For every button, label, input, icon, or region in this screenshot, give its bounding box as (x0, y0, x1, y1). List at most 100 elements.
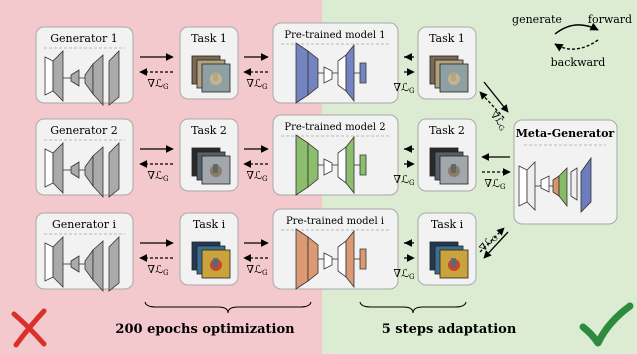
gradient-label: ∇ℒG (484, 177, 506, 191)
legend: generate forward backward (512, 13, 632, 69)
gradient-label: ∇ℒG (393, 81, 415, 95)
task-images-right (429, 147, 469, 185)
legend-backward-arrow (554, 39, 599, 52)
check-icon (579, 302, 634, 347)
gradient-label: ∇ℒG (246, 169, 268, 183)
model-network-icon (295, 42, 367, 104)
gradient-label: ∇ℒG (147, 77, 169, 91)
legend-forward-label: forward (588, 13, 632, 26)
model-layer (307, 142, 319, 188)
generator-network-icon (44, 50, 120, 107)
meta-layer (552, 175, 560, 197)
model-label: Pre-trained model i (286, 216, 384, 227)
meta-arrows: ∇ℒG ∇ℒG (478, 81, 509, 259)
row-3: Generator i ∇ℒG Task i ∇ℒG Pre-trained model… (35, 208, 477, 293)
gradient-label: ∇ℒG (393, 267, 415, 281)
arrow-taski-to-meta (479, 227, 505, 253)
task-label-right: Task 2 (429, 124, 465, 137)
meta-row2-arrows: ∇ℒG (481, 153, 511, 191)
generator-layer (108, 236, 120, 292)
generator-layer (52, 236, 64, 288)
model-layer (337, 146, 347, 184)
generator-layer (108, 50, 120, 106)
model-layer (345, 135, 355, 195)
meta-layer (558, 167, 568, 208)
gradient-label: ∇ℒG (246, 263, 268, 277)
gradient-label: ∇ℒG (147, 263, 169, 277)
generator-layer (44, 56, 54, 96)
generator-layer (92, 54, 104, 107)
model-layer (345, 43, 355, 103)
model-layer (323, 66, 333, 84)
left-brace (144, 301, 312, 314)
task-images (191, 241, 231, 279)
arrow-task1-to-meta (483, 81, 509, 113)
model-layer (295, 134, 309, 196)
model-layer (359, 248, 367, 270)
task-label-right: Task i (431, 218, 464, 231)
arrow-meta-to-task1 (479, 91, 505, 119)
task-images (191, 55, 231, 93)
left-caption: 200 epochs optimization (115, 322, 295, 337)
generator-label: Generator i (52, 218, 117, 231)
model-layer (307, 236, 319, 282)
model-label: Pre-trained model 2 (284, 122, 385, 133)
generator-layer (92, 240, 104, 293)
meta-layer (540, 175, 550, 193)
generator-layer (70, 161, 80, 179)
model-layer (337, 54, 347, 92)
model-layer (323, 158, 333, 176)
meta-layer (580, 156, 592, 213)
generator-layer (44, 148, 54, 188)
model-network-icon (295, 134, 367, 196)
task-images (191, 147, 231, 185)
model-layer (337, 240, 347, 278)
model-layer (295, 228, 309, 290)
gradient-label: ∇ℒG (147, 169, 169, 183)
right-brace (359, 301, 467, 314)
gradient-label: ∇ℒG (246, 77, 268, 91)
generator-layer (108, 142, 120, 198)
meta-generator-label: Meta-Generator (516, 127, 615, 140)
row-1: Generator 1 ∇ℒG Task 1 ∇ℒG Pre-trained model… (35, 22, 477, 107)
generator-label: Generator 1 (50, 32, 118, 45)
meta-layer (526, 161, 536, 211)
task-images-right (429, 55, 469, 93)
generator-label: Generator 2 (50, 124, 118, 137)
legend-backward-label: backward (551, 56, 606, 69)
generator-layer (52, 50, 64, 102)
cross-icon (11, 308, 47, 348)
meta-generator-block: Meta-Generator (513, 119, 618, 225)
generator-network-icon (44, 142, 120, 199)
task-label: Task i (193, 218, 226, 231)
model-layer (359, 154, 367, 176)
legend-forward-arrow (554, 22, 599, 35)
captions: 200 epochs optimization 5 steps adaptati… (115, 301, 517, 337)
generator-layer (92, 146, 104, 199)
task-label-right: Task 1 (429, 32, 465, 45)
model-network-icon (295, 228, 367, 290)
model-label: Pre-trained model 1 (284, 30, 385, 41)
gradient-label-meta-top: ∇ℒG (487, 110, 509, 133)
task-label: Task 2 (191, 124, 227, 137)
generator-layer (44, 242, 54, 282)
model-layer (307, 50, 319, 96)
model-layer (323, 252, 333, 270)
task-label: Task 1 (191, 32, 227, 45)
task-images-right (429, 241, 469, 279)
generator-layer (70, 69, 80, 87)
legend-generate-label: generate (512, 13, 562, 26)
arrow-meta-to-taski (483, 231, 509, 259)
generator-layer (52, 142, 64, 194)
model-layer (359, 62, 367, 84)
model-layer (295, 42, 309, 104)
model-layer (345, 229, 355, 289)
meta-layer (570, 167, 578, 201)
generator-layer (70, 255, 80, 273)
meta-layer (518, 165, 528, 207)
right-caption: 5 steps adaptation (382, 322, 517, 337)
gradient-label: ∇ℒG (393, 173, 415, 187)
row-2: Generator 2 ∇ℒG Task 2 ∇ℒG Pre-trained model… (35, 114, 477, 199)
